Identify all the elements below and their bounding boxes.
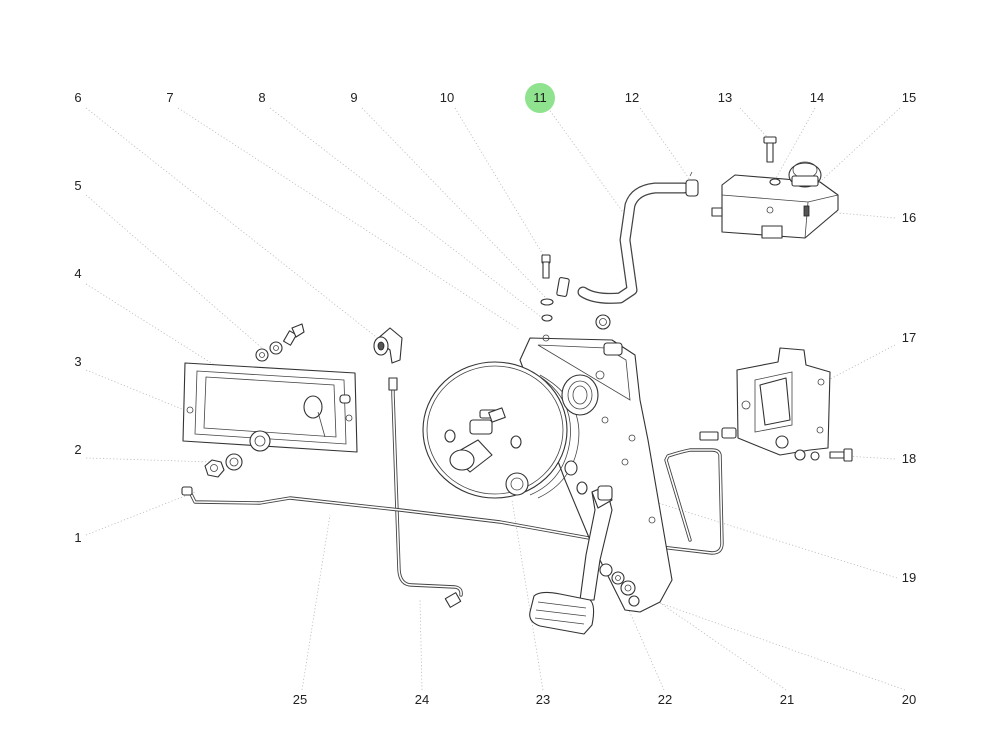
leader-4 (85, 283, 263, 396)
hose-clip-12 (685, 171, 699, 197)
leader-2 (85, 457, 213, 463)
callout-2[interactable]: 2 (74, 442, 82, 457)
brake-booster-23 (422, 361, 599, 499)
leader-20 (639, 595, 906, 691)
cover-plate (182, 362, 358, 453)
brake-line-24 (388, 377, 463, 608)
reservoir-hose-11 (577, 182, 690, 330)
callout-19[interactable]: 19 (901, 570, 917, 585)
brake-line-25 (181, 448, 724, 555)
leader-14 (774, 107, 816, 181)
leader-5 (85, 194, 263, 349)
callout-12[interactable]: 12 (624, 90, 640, 105)
callout-1[interactable]: 1 (74, 530, 82, 545)
callout-10[interactable]: 10 (439, 90, 455, 105)
nut-washer-2 (204, 453, 243, 478)
leader-23 (511, 499, 544, 691)
callout-11-highlighted[interactable]: 11 (525, 83, 555, 113)
leader-1 (85, 491, 196, 536)
leader-21 (629, 581, 787, 691)
fluid-reservoir (711, 136, 839, 239)
elbow-fitting-6 (373, 327, 403, 364)
leader-9 (361, 107, 549, 301)
callout-16[interactable]: 16 (901, 210, 917, 225)
callout-17[interactable]: 17 (901, 330, 917, 345)
leader-25 (301, 514, 331, 691)
leader-lines (85, 107, 906, 691)
callout-22[interactable]: 22 (657, 692, 673, 707)
callout-3[interactable]: 3 (74, 354, 82, 369)
leader-8 (269, 107, 546, 321)
callout-7[interactable]: 7 (166, 90, 174, 105)
brake-pedal (529, 485, 640, 635)
callout-21[interactable]: 21 (779, 692, 795, 707)
callout-20[interactable]: 20 (901, 692, 917, 707)
leader-7 (177, 107, 521, 331)
leader-10 (454, 107, 546, 259)
callout-18[interactable]: 18 (901, 451, 917, 466)
leader-15 (821, 107, 901, 181)
leader-11 (547, 107, 626, 216)
callout-24[interactable]: 24 (414, 692, 430, 707)
leader-3 (85, 369, 259, 441)
callout-13[interactable]: 13 (717, 90, 733, 105)
callout-15[interactable]: 15 (901, 90, 917, 105)
callout-6[interactable]: 6 (74, 90, 82, 105)
leader-18 (844, 455, 896, 460)
callout-9[interactable]: 9 (350, 90, 358, 105)
bolt-washer-5 (255, 323, 305, 362)
side-bracket (699, 347, 853, 462)
callout-8[interactable]: 8 (258, 90, 266, 105)
callout-5[interactable]: 5 (74, 178, 82, 193)
leader-24 (419, 599, 423, 691)
leader-13 (739, 107, 771, 141)
bolt-stack (540, 254, 570, 322)
leader-12 (639, 107, 691, 181)
callout-23[interactable]: 23 (535, 692, 551, 707)
callout-25[interactable]: 25 (292, 692, 308, 707)
callout-14[interactable]: 14 (809, 90, 825, 105)
callout-4[interactable]: 4 (74, 266, 82, 281)
leader-6 (85, 107, 381, 341)
